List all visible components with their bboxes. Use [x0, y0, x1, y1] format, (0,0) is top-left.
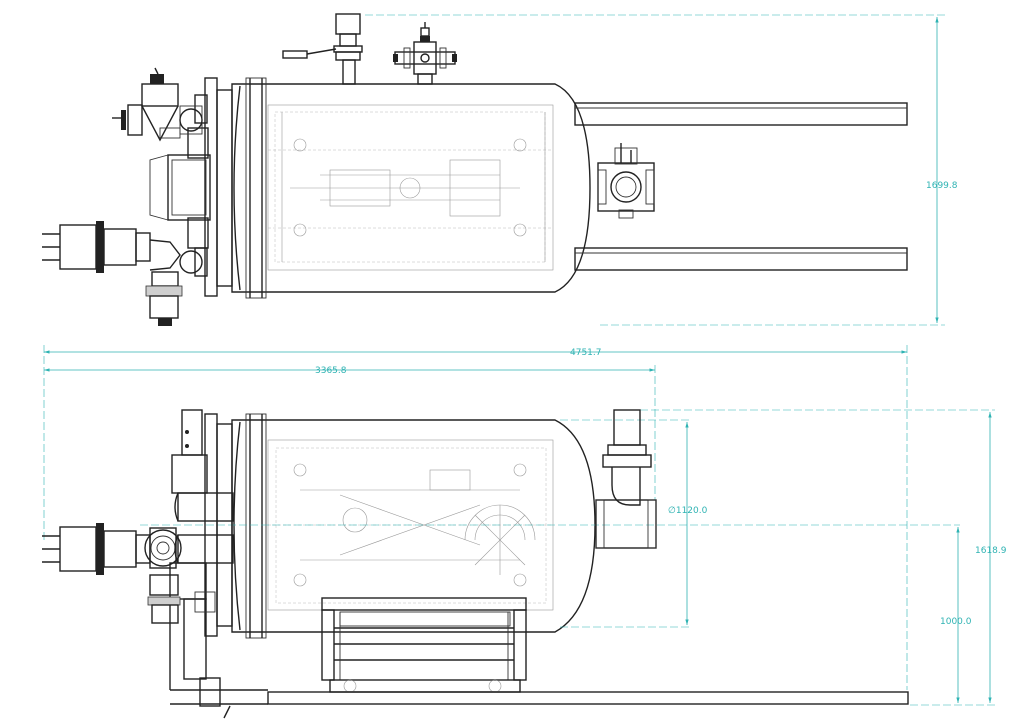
diameter-dimension-label: ∅1120.0: [668, 506, 708, 516]
base-rail: [170, 677, 909, 719]
gate-valve-side: [144, 527, 182, 624]
vessel-top: [231, 77, 591, 299]
support-rails-top: [574, 102, 908, 271]
vessel-side: [231, 413, 596, 639]
top-valve: [282, 13, 363, 85]
side-port-top: [597, 143, 655, 219]
overall-height-dimension-label: 1618.9: [975, 546, 1007, 556]
overall-length-dimension-label: 4751.7: [570, 348, 602, 358]
turbo-pump-side: [42, 523, 151, 575]
top-view: 1699.8: [42, 13, 958, 326]
left-flanges-side: [169, 409, 234, 690]
vessel-length-dimension-label: 3365.8: [315, 366, 347, 376]
left-flanges-top: [149, 77, 233, 297]
turbo-pump-lower: [42, 221, 183, 326]
axis-height-dimension-label: 1000.0: [940, 617, 972, 627]
top-height-dimension-label: 1699.8: [926, 181, 958, 191]
feedthrough-cross: [393, 22, 457, 85]
side-port-valve: [595, 409, 657, 549]
pump-valve-upper: [112, 67, 181, 142]
support-frame: [321, 597, 527, 693]
side-view: ∅1120.0 1000.0 1618.9: [42, 409, 1007, 719]
horizontal-dimensions: 4751.7 3365.8: [43, 345, 908, 690]
